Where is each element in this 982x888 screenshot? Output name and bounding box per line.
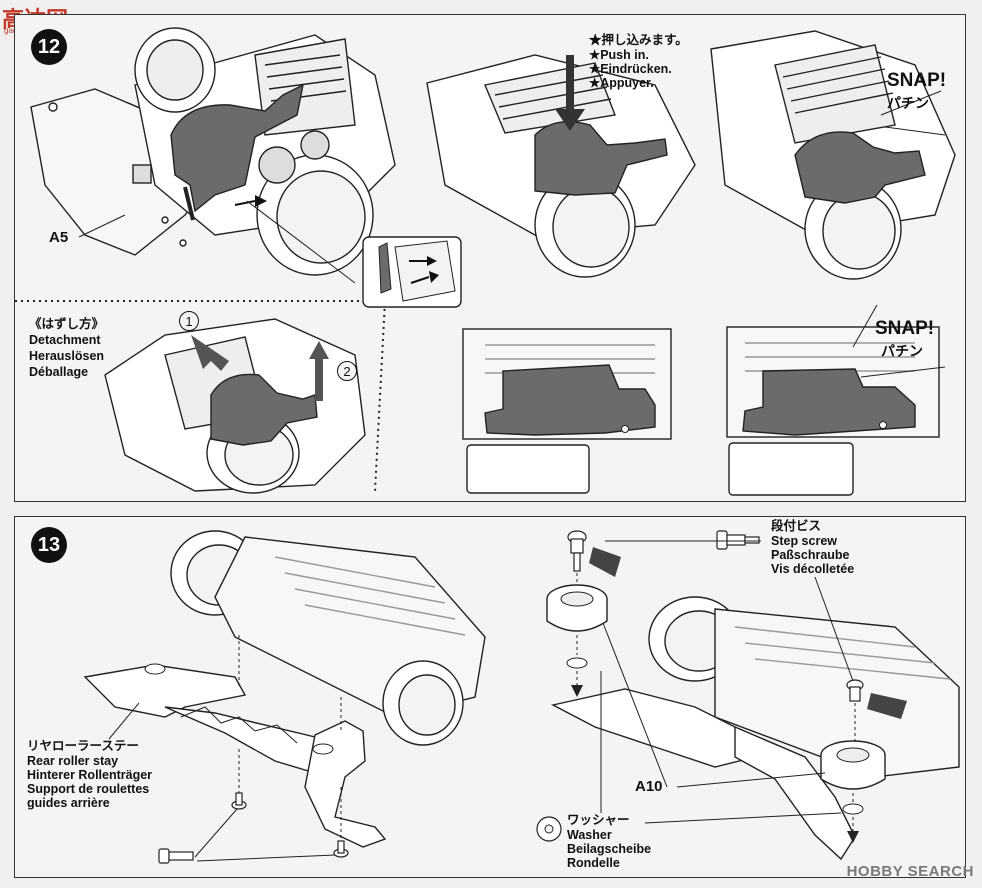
rear-roller-stay-fr1: Support de roulettes xyxy=(27,782,150,796)
part-label-a10: A10 xyxy=(635,778,663,795)
rear-roller-stay-de: Hinterer Rollenträger xyxy=(27,768,153,782)
washer-en: Washer xyxy=(567,828,612,842)
detachment-fr: Déballage xyxy=(29,365,89,379)
push-note-en: ★Push in. xyxy=(589,48,649,62)
circle-number-2: 2 xyxy=(337,361,357,381)
detachment-de: Herauslösen xyxy=(29,349,105,363)
washer-jp: ワッシャー xyxy=(567,813,630,827)
step-screw-fr: Vis décolletée xyxy=(771,562,855,576)
rear-roller-stay-en: Rear roller stay xyxy=(27,754,119,768)
rear-roller-stay-fr2: guides arrière xyxy=(27,796,110,810)
washer-de: Beilagscheibe xyxy=(567,842,652,856)
step-12-panel: 12 A5 ★押し込みます。 ★Push in. ★Eindrücken. ★A… xyxy=(14,14,966,502)
step-13-panel: 13 リヤローラーステー Rear roller stay Hinterer R… xyxy=(14,516,966,878)
washer-fr: Rondelle xyxy=(567,856,620,870)
step-13-number: 13 xyxy=(31,527,67,563)
part-label-a5: A5 xyxy=(49,229,69,246)
push-note-jp: ★押し込みます。 xyxy=(589,33,688,47)
step-screw-jp: 段付ビス xyxy=(771,519,822,533)
push-note-fr: ★Appuyer. xyxy=(589,76,654,90)
step-screw-en: Step screw xyxy=(771,534,838,548)
snap-label-bottom: SNAP! xyxy=(875,318,935,339)
step-screw-de: Paßschraube xyxy=(771,548,850,562)
snap-jp-label-bottom: パチン xyxy=(881,343,923,359)
circle-number-1: 1 xyxy=(179,311,199,331)
snap-label-top: SNAP! xyxy=(887,70,947,91)
detachment-jp: 《はずし方》 xyxy=(29,317,105,331)
hobby-search-watermark: HOBBY SEARCH xyxy=(846,863,974,880)
step-12-illustration xyxy=(15,27,956,496)
rear-roller-stay-jp: リヤローラーステー xyxy=(27,739,139,753)
step-12-number: 12 xyxy=(31,29,67,65)
step-13-illustration xyxy=(83,530,960,864)
push-note-de: ★Eindrücken. xyxy=(589,62,672,76)
detachment-en: Detachment xyxy=(29,333,101,347)
snap-jp-label-top: パチン xyxy=(887,95,929,111)
